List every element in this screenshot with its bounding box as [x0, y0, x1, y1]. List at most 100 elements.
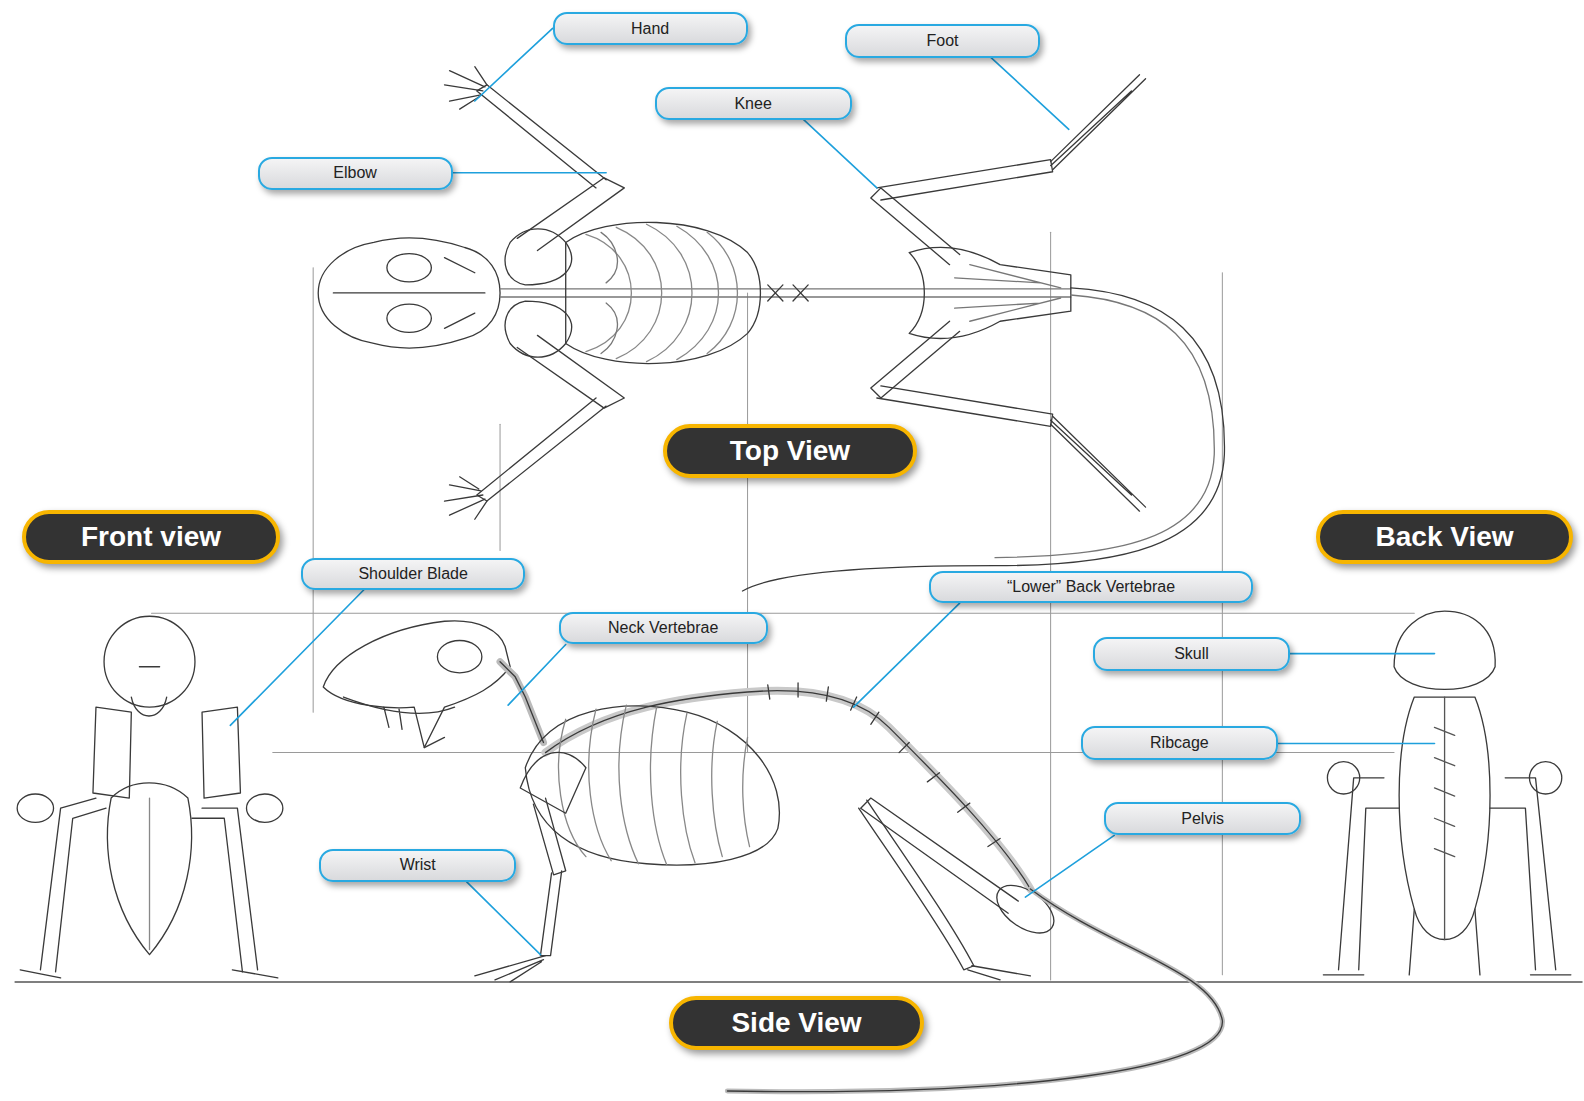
part-label-box: Elbow	[258, 157, 453, 190]
drawing-stroke	[387, 254, 431, 282]
drawing-stroke	[1327, 762, 1359, 794]
drawing-stroke	[517, 178, 624, 251]
drawing-stroke	[318, 238, 500, 348]
drawing-stroke	[586, 224, 738, 361]
drawing-stroke	[747, 293, 748, 753]
drawing-stroke	[475, 28, 553, 101]
label-text: Neck Vertebrae	[608, 619, 718, 637]
front-view-skeleton	[17, 616, 283, 978]
drawing-stroke	[500, 424, 501, 550]
drawing-stroke	[566, 222, 761, 363]
drawing-stroke	[1290, 653, 1434, 655]
drawing-stroke	[20, 970, 278, 978]
drawing-stroke	[313, 268, 314, 712]
drawing-stroke	[246, 794, 282, 822]
drawing-stroke	[727, 889, 1222, 1092]
drawing-stroke	[1278, 743, 1435, 745]
label-text: Foot	[926, 32, 958, 50]
drawing-stroke	[230, 590, 363, 725]
drawing-stroke	[453, 172, 607, 174]
label-text: Skull	[1174, 645, 1209, 663]
view-title-pill: Top View	[663, 424, 918, 478]
view-title-pill: Back View	[1316, 510, 1573, 564]
part-label-box: Skull	[1093, 637, 1290, 670]
drawing-stroke	[505, 301, 571, 357]
drawing-stroke	[343, 697, 454, 748]
view-title-pill: Side View	[669, 996, 925, 1050]
drawing-stroke	[1399, 697, 1490, 939]
drawing-stroke	[387, 304, 431, 332]
drawing-stroke	[520, 752, 586, 813]
part-label-box: Shoulder Blade	[301, 558, 525, 590]
label-text: Elbow	[333, 164, 377, 182]
part-label-box: Ribcage	[1081, 726, 1278, 759]
drawing-stroke	[1339, 778, 1556, 970]
drawing-stroke	[968, 966, 1031, 980]
drawing-stroke	[505, 229, 571, 285]
label-text: Hand	[631, 20, 669, 38]
label-text: Top View	[730, 435, 850, 467]
drawing-stroke	[909, 247, 1071, 338]
drawing-stroke	[323, 621, 510, 748]
drawing-stroke	[768, 285, 808, 301]
part-label-box: Knee	[655, 87, 852, 120]
drawing-stroke	[444, 335, 624, 519]
drawing-stroke	[990, 57, 1069, 130]
drawing-stroke	[727, 889, 1222, 1092]
drawing-stroke	[17, 794, 53, 822]
ground-line	[15, 981, 1582, 983]
label-text: Side View	[731, 1007, 861, 1039]
drawing-stroke	[131, 667, 166, 716]
label-text: “Lower” Back Vertebrae	[1007, 578, 1175, 596]
part-label-box: Pelvis	[1104, 802, 1301, 835]
drawing-stroke	[444, 67, 486, 109]
label-text: Knee	[734, 95, 771, 113]
drawing-stroke	[475, 956, 546, 982]
illustration-group	[15, 28, 1582, 1091]
drawing-stroke	[877, 160, 1053, 200]
drawing-stroke	[1222, 273, 1223, 975]
drawing-stroke	[988, 876, 1062, 943]
drawing-stroke	[444, 67, 624, 251]
view-title-pill: Front view	[22, 510, 280, 564]
drawing-stroke	[955, 265, 1061, 322]
label-text: Shoulder Blade	[358, 565, 467, 583]
label-text: Wrist	[400, 856, 436, 874]
drawing-stroke	[1051, 75, 1146, 170]
back-view-skeleton	[1323, 611, 1571, 975]
drawing-stroke	[540, 871, 561, 956]
part-label-box: Hand	[553, 12, 748, 45]
drawing-stroke	[104, 616, 195, 707]
drawing-stroke	[1394, 611, 1495, 689]
drawing-stroke	[40, 798, 257, 972]
drawing-stroke	[1050, 232, 1051, 980]
drawing-stroke	[508, 645, 566, 706]
drawing-stroke	[559, 705, 750, 865]
drawing-stroke	[1434, 697, 1454, 939]
drawing-stroke	[93, 707, 240, 798]
drawing-stroke	[333, 258, 485, 329]
drawing-stroke	[995, 295, 1214, 558]
drawing-stroke	[149, 798, 150, 950]
top-view-skeleton	[318, 67, 1224, 591]
drawing-stroke	[1025, 835, 1114, 897]
part-label-box: Foot	[845, 24, 1041, 57]
leader-lines	[230, 28, 1434, 954]
drawing-stroke	[437, 640, 481, 672]
label-text: Pelvis	[1181, 810, 1224, 828]
drawing-stroke	[871, 321, 1146, 511]
drawing-stroke	[871, 75, 1146, 265]
drawing-stroke	[768, 683, 1000, 847]
drawing-stroke	[861, 798, 1019, 913]
drawing-stroke	[1529, 762, 1561, 794]
drawing-stroke	[500, 289, 1071, 297]
drawing-stroke	[854, 603, 960, 707]
drawing-stroke	[533, 798, 565, 875]
drawing-stroke	[107, 783, 191, 955]
drawing-stroke	[803, 119, 877, 188]
drawing-stroke	[601, 232, 617, 353]
label-text: Back View	[1376, 521, 1514, 553]
drawing-stroke	[859, 800, 974, 970]
